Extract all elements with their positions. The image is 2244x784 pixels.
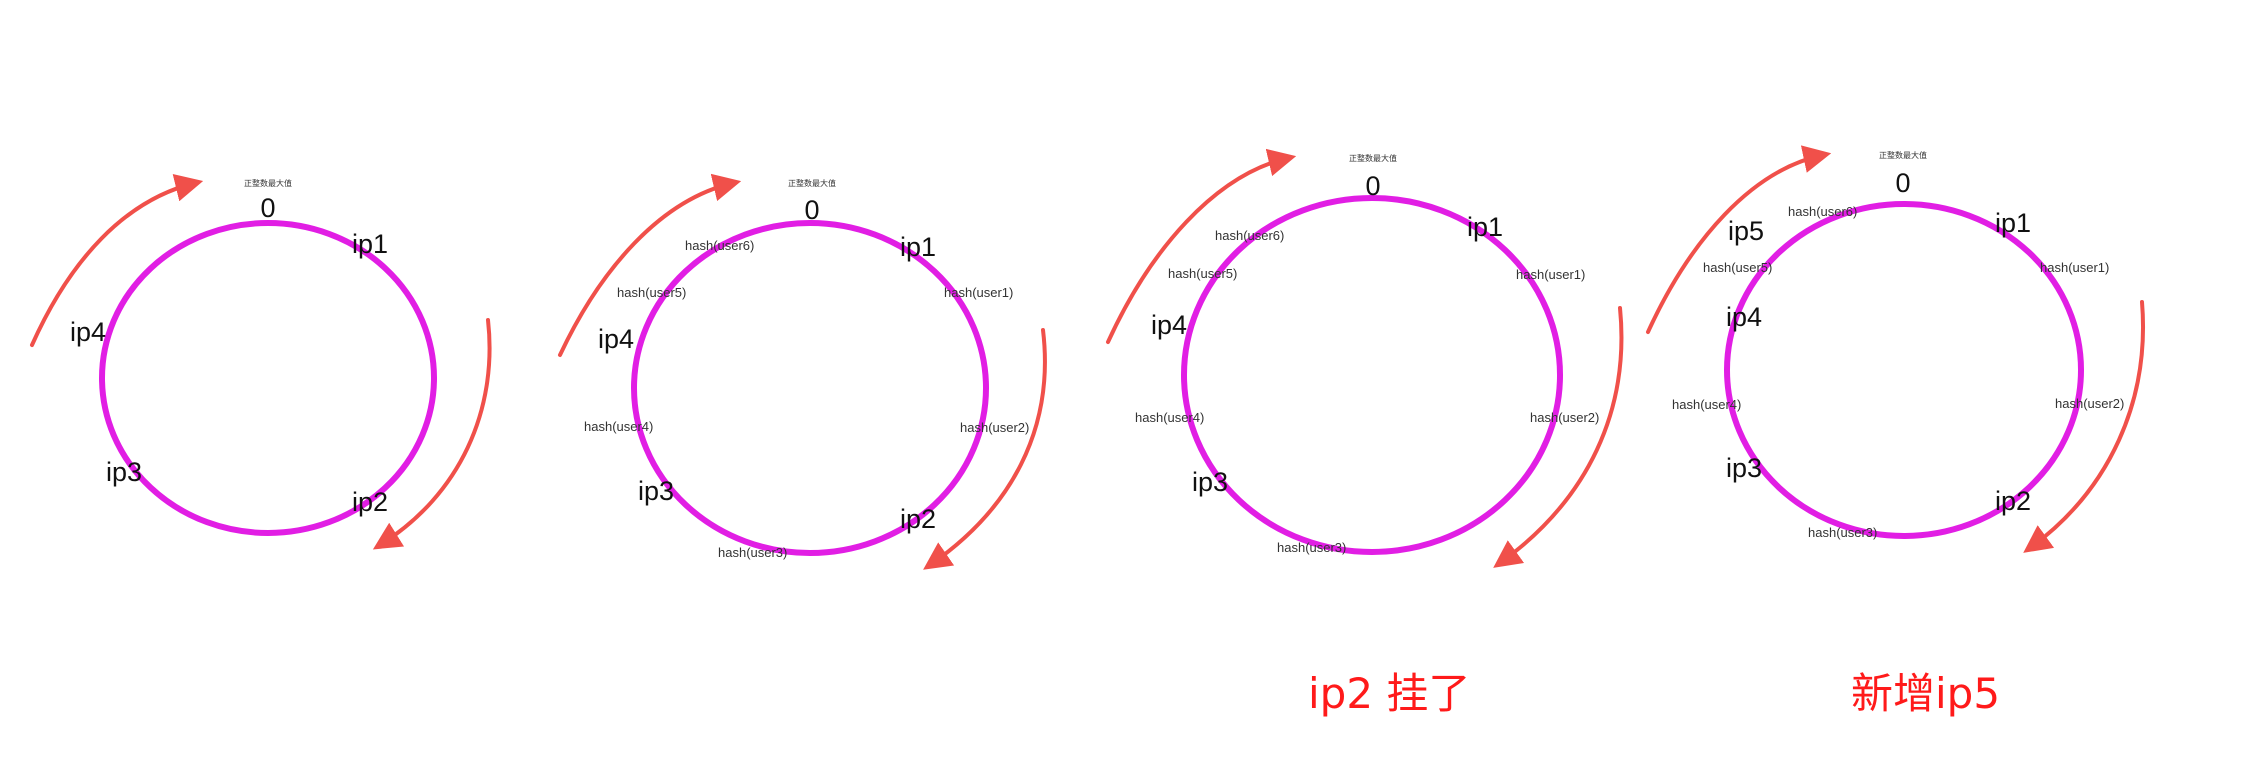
caption-ip2-down: ip2 挂了 [1308, 669, 1471, 718]
panel-1: 正整数最大值 0 ip1 ip2 ip3 ip4 [30, 174, 492, 550]
clockwise-arrow-top [30, 174, 204, 347]
node-ip5: ip5 [1728, 216, 1764, 246]
panel-4: 正整数最大值 0 ip1 ip2 ip3 ip4 ip5 hash(user1)… [1646, 145, 2145, 553]
hash-user1-label: hash(user1) [2040, 260, 2109, 275]
hash-ring [631, 220, 989, 556]
hash-ring [1181, 195, 1563, 555]
hash-user3-label: hash(user3) [1808, 525, 1877, 540]
hash-user2-label: hash(user2) [960, 420, 1029, 435]
hash-user5-label: hash(user5) [1168, 266, 1237, 281]
node-ip4: ip4 [1151, 310, 1187, 340]
max-int-label: 正整数最大值 [788, 178, 836, 188]
max-int-label: 正整数最大值 [1349, 153, 1397, 163]
node-ip1: ip1 [900, 232, 936, 262]
node-ip3: ip3 [1726, 453, 1762, 483]
hash-user5-label: hash(user5) [1703, 260, 1772, 275]
hash-user2-label: hash(user2) [1530, 410, 1599, 425]
hash-user1-label: hash(user1) [944, 285, 1013, 300]
panel-2: 正整数最大值 0 ip1 ip2 ip3 ip4 hash(user1) has… [558, 173, 1047, 570]
node-ip4: ip4 [1726, 302, 1762, 332]
node-ip4: ip4 [598, 324, 634, 354]
node-ip1: ip1 [352, 229, 388, 259]
hash-user4-label: hash(user4) [584, 419, 653, 434]
clockwise-arrow-top [1646, 145, 1832, 334]
node-ip2: ip2 [352, 487, 388, 517]
hash-ring [1724, 201, 2084, 539]
hash-user4-label: hash(user4) [1135, 410, 1204, 425]
panel-3: 正整数最大值 0 ip1 ip3 ip4 hash(user1) hash(us… [1106, 148, 1624, 568]
hash-ring [99, 220, 437, 536]
max-int-label: 正整数最大值 [244, 178, 292, 188]
node-ip3: ip3 [638, 476, 674, 506]
hash-user6-label: hash(user6) [685, 238, 754, 253]
zero-label: 0 [260, 193, 275, 223]
hash-user3-label: hash(user3) [718, 545, 787, 560]
node-ip2: ip2 [900, 504, 936, 534]
clockwise-arrow-right [1493, 306, 1624, 568]
hash-user6-label: hash(user6) [1788, 204, 1857, 219]
node-ip1: ip1 [1995, 208, 2031, 238]
node-ip3: ip3 [1192, 467, 1228, 497]
hash-user3-label: hash(user3) [1277, 540, 1346, 555]
clockwise-arrow-top [558, 173, 742, 357]
clockwise-arrow-right [372, 318, 492, 550]
caption-add-ip5: 新增ip5 [1851, 669, 2001, 718]
hash-user1-label: hash(user1) [1516, 267, 1585, 282]
clockwise-arrow-right [923, 328, 1047, 570]
hash-user6-label: hash(user6) [1215, 228, 1284, 243]
zero-label: 0 [1365, 171, 1380, 201]
zero-label: 0 [804, 195, 819, 225]
clockwise-arrow-top [1106, 148, 1297, 344]
hash-user4-label: hash(user4) [1672, 397, 1741, 412]
zero-label: 0 [1895, 168, 1910, 198]
node-ip4: ip4 [70, 317, 106, 347]
hash-user2-label: hash(user2) [2055, 396, 2124, 411]
node-ip1: ip1 [1467, 212, 1503, 242]
hash-user5-label: hash(user5) [617, 285, 686, 300]
node-ip3: ip3 [106, 457, 142, 487]
clockwise-arrow-right [2023, 300, 2145, 553]
max-int-label: 正整数最大值 [1879, 150, 1927, 160]
node-ip2: ip2 [1995, 486, 2031, 516]
